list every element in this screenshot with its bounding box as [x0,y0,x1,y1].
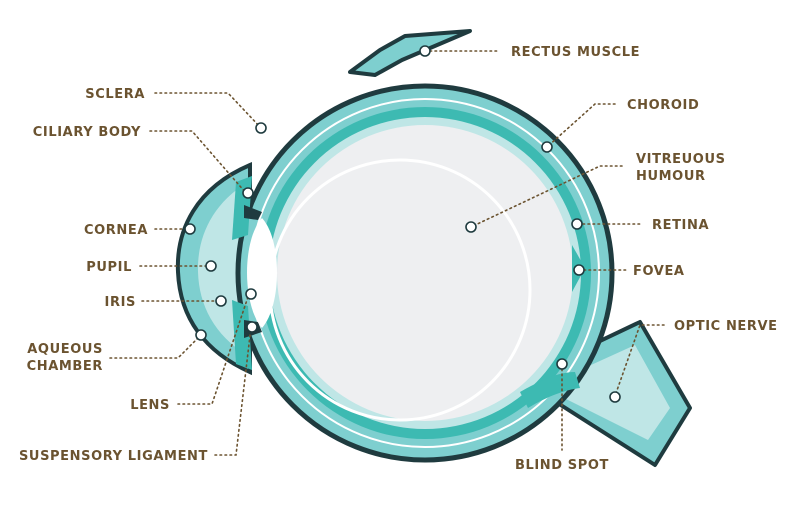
marker-rectus-muscle [419,45,431,57]
marker-blind-spot [556,358,568,370]
marker-choroid [541,141,553,153]
label-vitreous-line-1: VITREUOUS [636,152,726,167]
marker-retina [571,218,583,230]
marker-cornea [184,223,196,235]
label-choroid: CHOROID [627,98,699,113]
label-cornea: CORNEA [84,223,148,238]
leader-vitreous-humour [470,165,623,228]
leader-lens [177,293,250,405]
marker-iris [215,295,227,307]
optic-nerve-core [552,345,670,440]
marker-pupil [205,260,217,272]
ciliary-body-lower [232,300,252,370]
marker-lens [245,288,257,300]
label-sclera: SCLERA [85,87,145,102]
label-ciliary-body: CILIARY BODY [33,125,141,140]
label-blind-spot: BLIND SPOT [515,458,609,473]
leader-sclera [154,92,262,129]
marker-suspensory-ligament [246,321,258,333]
label-vitreous-line-2: HUMOUR [636,169,706,184]
marker-optic-nerve [609,391,621,403]
leader-ciliary-body [149,130,247,194]
label-aqueous-line-2: CHAMBER [27,359,103,374]
label-suspensory-ligament: SUSPENSORY LIGAMENT [19,449,208,464]
blind-spot-band [520,372,580,408]
leader-choroid [546,103,616,148]
label-fovea: FOVEA [633,264,685,279]
label-iris: IRIS [105,295,136,310]
marker-vitreous-humour [465,221,477,233]
rectus-muscle-shape [348,29,472,77]
leader-suspensory-ligament [214,326,252,456]
vitreous-outline [268,158,532,422]
marker-sclera [255,122,267,134]
marker-ciliary-body [242,187,254,199]
label-aqueous-line-1: AQUEOUS [27,342,103,357]
marker-fovea [573,264,585,276]
label-lens: LENS [130,398,170,413]
label-rectus-muscle: RECTUS MUSCLE [511,45,640,60]
iris-upper [244,205,262,220]
label-pupil: PUPIL [86,260,132,275]
vitreous-humour-shape [277,125,573,421]
leader-aqueous-chamber [109,334,202,359]
marker-aqueous-chamber [195,329,207,341]
label-retina: RETINA [652,218,709,233]
label-optic-nerve: OPTIC NERVE [674,319,778,334]
